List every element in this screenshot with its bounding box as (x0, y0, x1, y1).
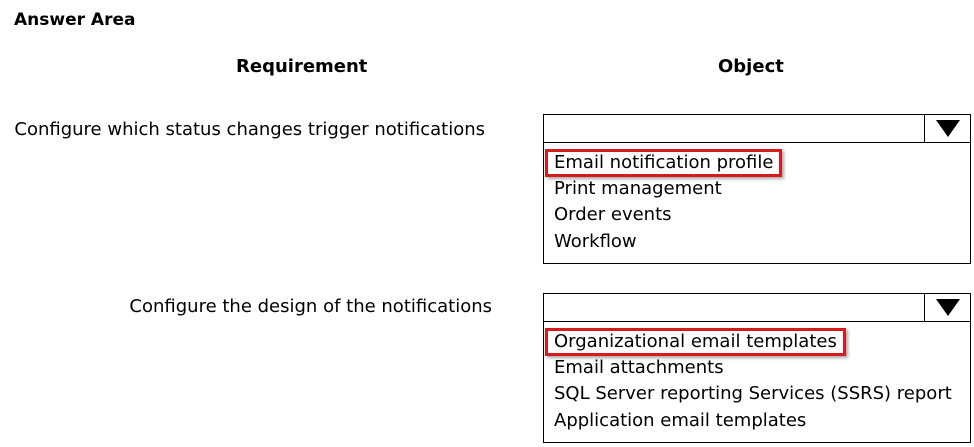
requirement-column-header: Requirement (236, 56, 368, 77)
dropdown-option-workflow[interactable]: Workflow (544, 229, 970, 256)
dropdown-option-email-attachments[interactable]: Email attachments (544, 355, 970, 382)
option-label: Email attachments (554, 356, 724, 378)
option-label: Workflow (554, 230, 637, 252)
dropdown-option-application-email-templates[interactable]: Application email templates (544, 408, 970, 435)
option-label: SQL Server reporting Services (SSRS) rep… (554, 383, 952, 404)
dropdown-option-print-management[interactable]: Print management (544, 176, 970, 203)
option-label: Organizational email templates (545, 328, 846, 356)
object-dropdown-notification-design[interactable]: Organizational email templates Email att… (543, 293, 971, 443)
option-label: Order events (554, 204, 672, 225)
triangle-down-icon (935, 299, 960, 316)
option-label: Print management (554, 177, 722, 199)
option-label: Application email templates (554, 409, 807, 431)
requirement-label-notification-design: Configure the design of the notification… (129, 296, 492, 317)
object-column-header: Object (718, 56, 784, 77)
triangle-down-icon (935, 120, 960, 137)
dropdown-options-list: Organizational email templates Email att… (544, 322, 970, 434)
option-label: Email notification profile (545, 149, 783, 177)
dropdown-options-list: Email notification profile Print managem… (544, 143, 970, 255)
dropdown-option-email-notification-profile[interactable]: Email notification profile (544, 149, 970, 177)
dropdown-selected-value[interactable] (544, 294, 970, 322)
object-dropdown-status-changes[interactable]: Email notification profile Print managem… (543, 114, 971, 264)
dropdown-selected-value[interactable] (544, 115, 970, 143)
dropdown-option-ssrs-report[interactable]: SQL Server reporting Services (SSRS) rep… (544, 381, 970, 408)
dropdown-option-order-events[interactable]: Order events (544, 202, 970, 229)
dropdown-toggle-button[interactable] (924, 115, 970, 142)
dropdown-toggle-button[interactable] (924, 294, 970, 321)
answer-area-title: Answer Area (14, 10, 136, 30)
requirement-label-status-changes: Configure which status changes trigger n… (14, 119, 485, 140)
dropdown-option-organizational-email-templates[interactable]: Organizational email templates (544, 328, 970, 356)
